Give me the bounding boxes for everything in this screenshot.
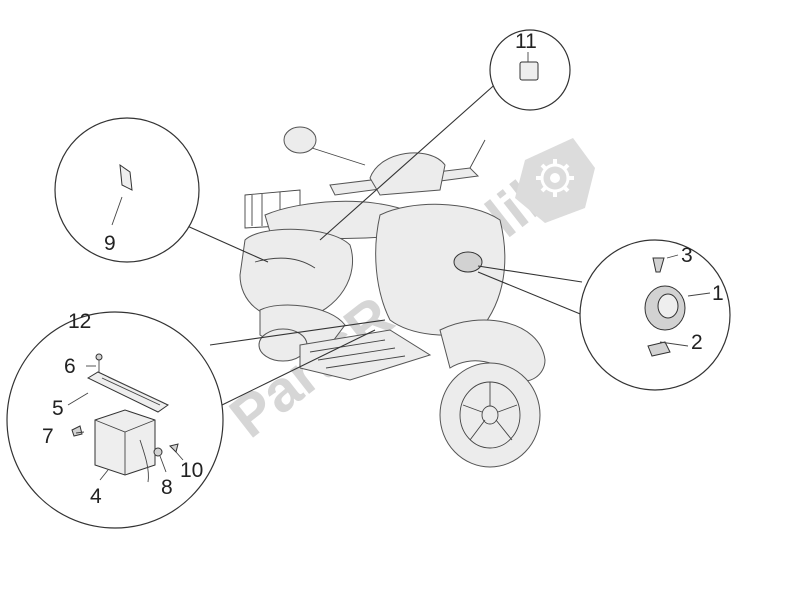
detail-circle-battery: 12 6 5 7 8 10 4 [6,310,224,529]
horn-bracket [647,341,671,357]
leader-lines [184,79,591,406]
scooter-illustration [239,126,546,468]
clip-part [71,425,83,437]
horn-location [453,251,483,273]
gear-icon [515,138,595,223]
mirror [283,126,317,154]
callout-4: 4 [90,485,102,508]
callout-5: 5 [52,397,64,420]
callout-8: 8 [161,476,173,499]
callout-11: 11 [515,30,537,53]
callout-7: 7 [42,425,54,448]
callout-1: 1 [712,282,724,305]
callout-3: 3 [681,244,693,267]
battery-tray [86,371,169,413]
nut-part [153,447,163,457]
bolt-part [169,443,179,453]
leg-shield [375,203,506,336]
front-wheel [439,362,541,468]
detail-circle-9: 9 [54,117,200,263]
callout-9: 9 [104,232,116,255]
detail-circle-horn: 3 1 2 [579,239,731,391]
callout-2: 2 [691,331,703,354]
front-fender [439,319,546,382]
callout-10: 10 [180,459,203,482]
floorboard [299,329,432,381]
horn-screw [652,257,665,273]
callout-12: 12 [68,310,91,333]
callout-6: 6 [64,355,76,378]
relay-part [519,61,539,81]
bracket-part [119,163,133,191]
headset [369,152,446,196]
rear-body [239,228,354,321]
detail-circle-11: 11 [489,29,571,111]
